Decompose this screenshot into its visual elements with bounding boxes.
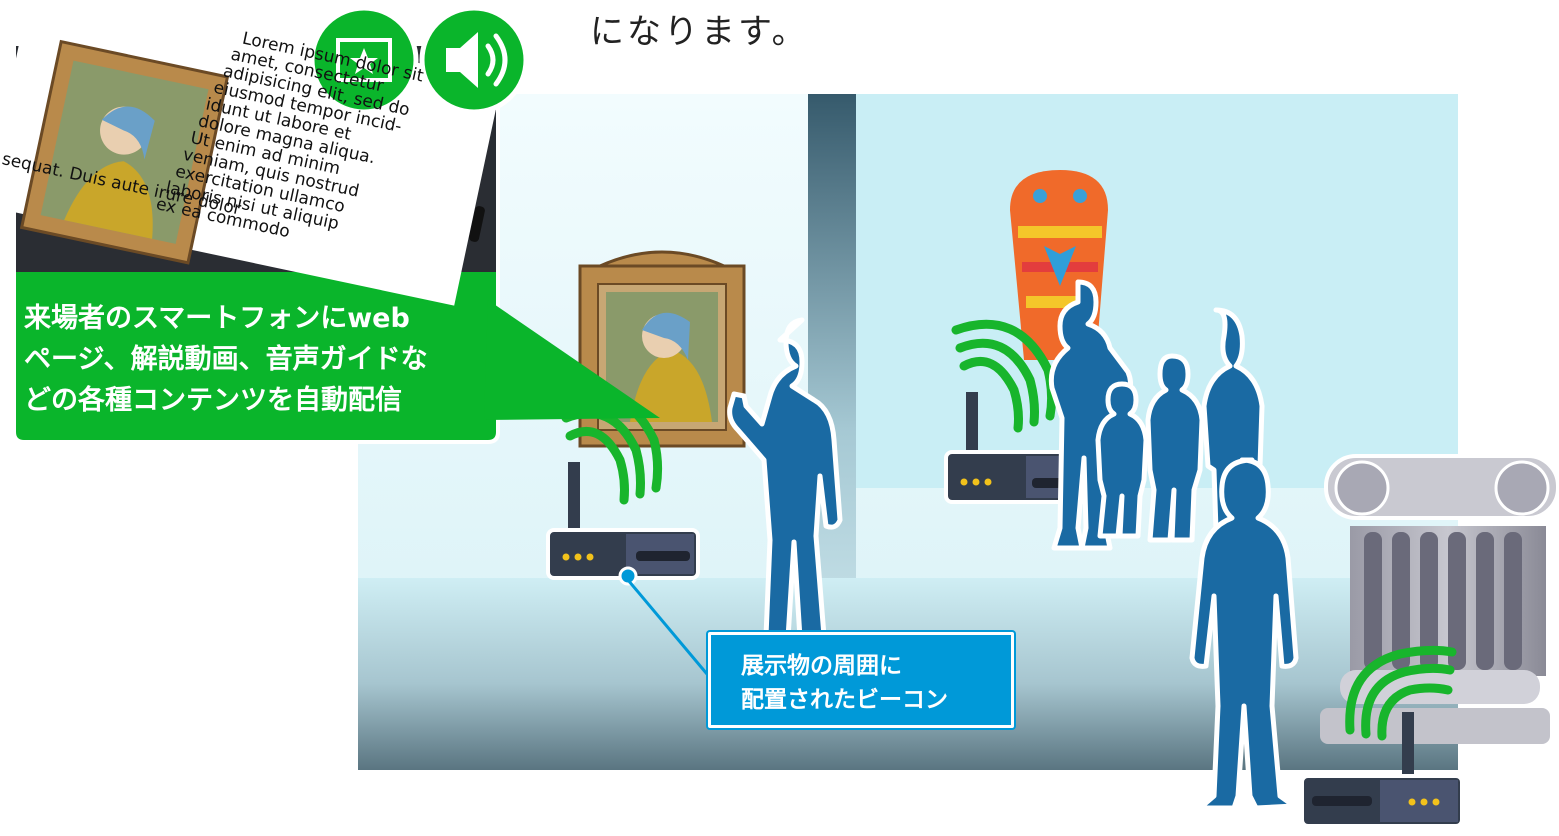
callout-line: どの各種コンテンツを自動配信 bbox=[24, 385, 402, 416]
beacon-icon bbox=[1300, 645, 1464, 828]
video-icon bbox=[309, 5, 419, 115]
beacon-label-leader bbox=[626, 579, 714, 681]
page-heading: になります。 bbox=[590, 12, 809, 52]
beacon-label-line: 展示物の周囲に bbox=[741, 653, 902, 679]
beacon-label-line: 配置されたビーコン bbox=[741, 687, 948, 713]
visitor-icon bbox=[727, 279, 1299, 811]
callout-line: 来場者のスマートフォンにweb bbox=[24, 303, 410, 334]
callout-label: 来場者のスマートフォンにweb ページ、解説動画、音声ガイドな どの各種コンテン… bbox=[24, 298, 494, 421]
speaker-icon bbox=[419, 5, 529, 115]
callout-line: ページ、解説動画、音声ガイドな bbox=[24, 344, 428, 375]
column-icon bbox=[1320, 454, 1559, 744]
beacon-label: 展示物の周囲に 配置されたビーコン bbox=[708, 632, 1014, 728]
